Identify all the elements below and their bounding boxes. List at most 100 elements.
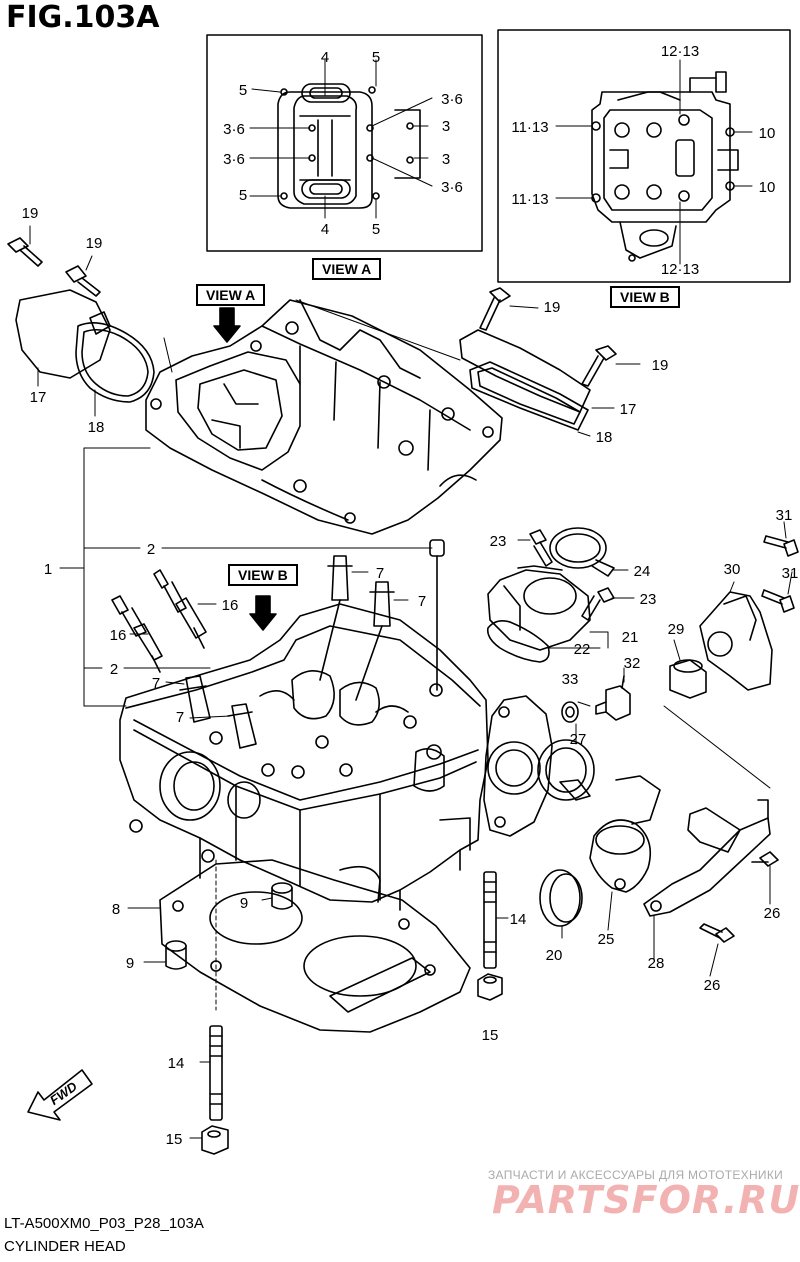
valve-guide-7-b: [355, 581, 395, 701]
callout: 2: [147, 541, 155, 558]
cylinder-head-cover: [145, 299, 503, 535]
view-a-callout-labels: 4 5 5 3·6 3·6 3 3·6 3 5 3·6 4 5: [223, 49, 463, 238]
callout: 23: [640, 591, 657, 608]
callout: 19: [544, 299, 561, 316]
callout-view-b: 10: [759, 179, 776, 196]
callout: 7: [418, 593, 426, 610]
callout: 30: [724, 561, 741, 578]
callout: 28: [648, 955, 665, 972]
bolt-19-right-b: [581, 345, 617, 387]
callout-view-a: 3: [442, 151, 450, 168]
bolt-31-b: [761, 589, 795, 613]
view-a-arrow: [213, 307, 241, 343]
bolt-26-a: [751, 851, 779, 867]
callout-view-b: 12·13: [661, 43, 699, 60]
bolt-19-right-a: [479, 287, 511, 331]
dowel-pin-9-a: [271, 882, 293, 910]
cap-17-left: [15, 289, 111, 379]
callout: 19: [86, 235, 103, 252]
valve-guide-7-c: [179, 675, 211, 723]
view-b-arrow: [249, 595, 277, 631]
callout-view-b: 11·13: [511, 119, 548, 136]
callout-view-a: 3: [442, 118, 450, 135]
dashed-guide: [663, 705, 771, 789]
callout: 9: [126, 955, 134, 972]
nut-15-right: [477, 973, 503, 1001]
clamp-24: [549, 527, 615, 577]
bolt-23-b: [581, 587, 615, 621]
view-a-leader-lines: [249, 59, 433, 219]
valve-guide-7-d: [227, 703, 257, 749]
callout: 15: [166, 1131, 183, 1148]
thermostat-27: [537, 739, 595, 801]
callout-view-a: 5: [372, 221, 380, 238]
fwd-arrow-icon: [27, 1069, 93, 1121]
callout: 18: [596, 429, 613, 446]
model-code: LT-A500XM0_P03_P28_103A: [4, 1215, 204, 1232]
callout: 2: [110, 661, 118, 678]
callout: 31: [776, 507, 793, 524]
callout: 21: [622, 629, 639, 646]
callout-view-a: 4: [321, 49, 329, 66]
callout: 16: [222, 597, 239, 614]
callout: 27: [570, 731, 587, 748]
callout: 19: [652, 357, 669, 374]
valve-guide-7-a: [319, 555, 353, 681]
callout: 7: [152, 675, 160, 692]
callout: 23: [490, 533, 507, 550]
callout-view-a: 3·6: [223, 151, 245, 168]
bracket-28: [643, 799, 771, 917]
callout: 17: [30, 389, 47, 406]
bolt-31-a: [763, 535, 799, 557]
callout-view-a: 5: [239, 82, 247, 99]
figure-caption: CYLINDER HEAD: [4, 1238, 126, 1255]
bolt-19-left-a: [7, 237, 43, 267]
spark-plug-16-a: [153, 569, 207, 649]
callout: 14: [168, 1055, 185, 1072]
temperature-sensor-32: [595, 675, 631, 721]
callout: 15: [482, 1027, 499, 1044]
view-b-leader-lines: [555, 59, 753, 265]
callout: 8: [112, 901, 120, 918]
callout-view-b: 10: [759, 125, 776, 142]
o-ring-22: [486, 620, 550, 663]
callout-view-b: 12·13: [661, 261, 699, 278]
callout: 20: [546, 947, 563, 964]
figure-title: FIG.103A: [6, 0, 160, 35]
callout: 17: [620, 401, 637, 418]
cap-29: [669, 659, 707, 699]
callout: 22: [574, 641, 591, 658]
stud-14-lower: [209, 1025, 223, 1121]
view-a-frame: [206, 34, 483, 252]
stud-14-right: [483, 871, 497, 969]
callout: 31: [782, 565, 799, 582]
callout: 33: [562, 671, 579, 688]
callout-view-a: 5: [239, 187, 247, 204]
callout-view-a: 5: [372, 49, 380, 66]
view-a-label: VIEW A: [312, 258, 382, 280]
thermostat-housing: [483, 695, 553, 837]
bolt-23-a: [529, 529, 553, 567]
view-b-frame: [497, 29, 791, 283]
dowel-pin-9-b: [165, 940, 187, 970]
callout: 14: [510, 911, 527, 928]
callout: 26: [764, 905, 781, 922]
gasket-18-left: [75, 322, 155, 403]
air-valve-30: [699, 591, 773, 691]
bolt-26-b: [699, 923, 735, 943]
callout: 16: [110, 627, 127, 644]
cylinder-head-body: [119, 603, 489, 911]
view-a-tag: VIEW A: [196, 284, 266, 306]
view-b-callout-labels: 12·13 11·13 10 11·13 10 12·13: [511, 43, 775, 278]
callout-view-a: 4: [321, 221, 329, 238]
view-b-label: VIEW B: [610, 286, 680, 308]
thermostat-cap-20: [539, 869, 583, 927]
gasket-8: [159, 859, 471, 1033]
fwd-label: FWD: [47, 1078, 80, 1108]
water-outlet-25: [589, 775, 661, 893]
callout: 18: [88, 419, 105, 436]
callout: 7: [376, 565, 384, 582]
washer-33: [561, 701, 579, 723]
callout: 25: [598, 931, 615, 948]
